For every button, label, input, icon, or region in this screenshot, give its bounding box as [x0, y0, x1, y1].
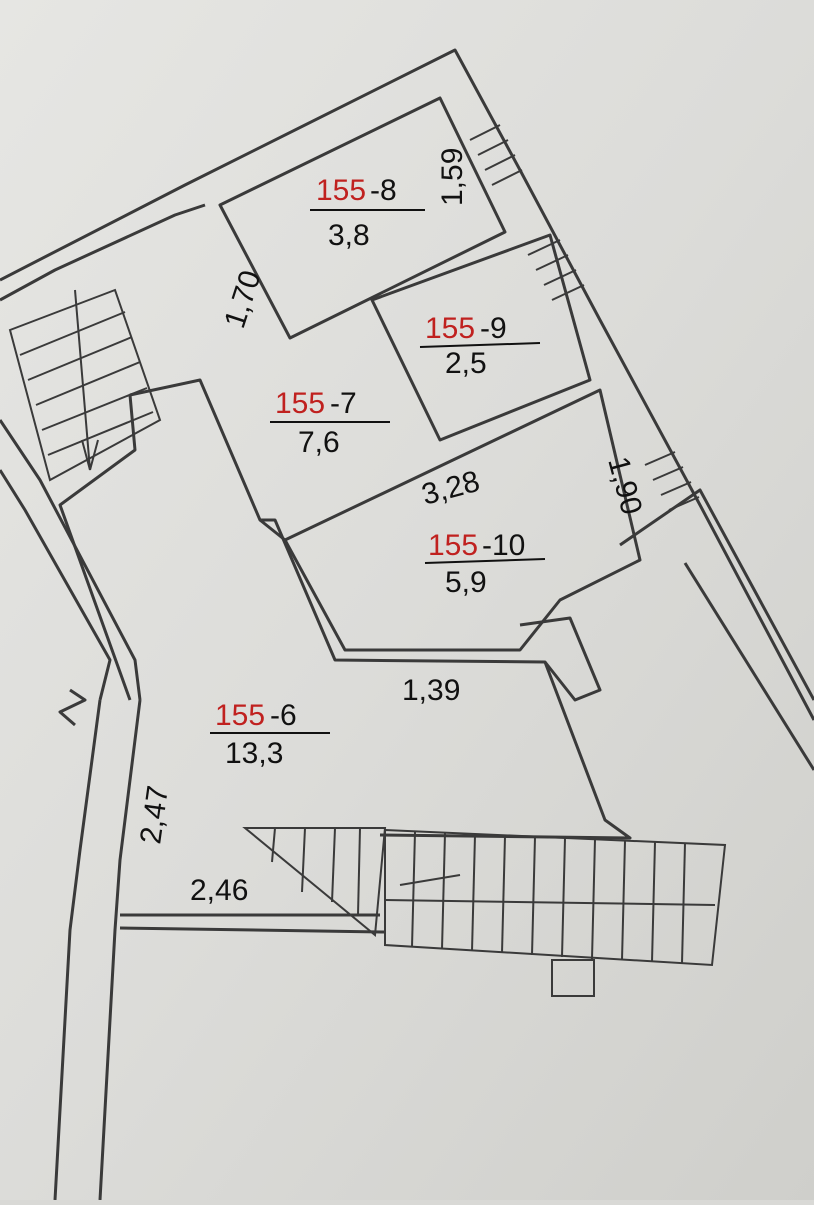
room-number-prefix: 155 — [425, 312, 475, 345]
room-number-suffix: -8 — [370, 174, 397, 207]
window-marks — [469, 124, 700, 511]
room-number-suffix: -6 — [270, 699, 297, 732]
room-number-suffix: -9 — [480, 312, 507, 345]
room-label-9: 155 -9 2,5 — [419, 312, 541, 380]
room-label-6: 155 -6 13,3 — [210, 699, 330, 770]
lower-staircase — [242, 827, 727, 997]
room-area: 3,8 — [328, 219, 370, 252]
room-label-8: 155 -8 3,8 — [310, 174, 425, 252]
room-number-suffix: -10 — [482, 529, 525, 562]
room-label-7: 155 -7 7,6 — [270, 387, 390, 459]
left-staircase — [8, 288, 162, 482]
room-area: 2,5 — [445, 347, 487, 380]
room-area: 13,3 — [225, 737, 283, 770]
room-area: 5,9 — [445, 566, 487, 599]
room-area: 7,6 — [298, 426, 340, 459]
room-number-prefix: 155 — [428, 529, 478, 562]
interior-walls — [58, 96, 642, 934]
room-number-suffix: -7 — [330, 387, 357, 420]
room-number-prefix: 155 — [215, 699, 265, 732]
room-number-prefix: 155 — [316, 174, 366, 207]
dimension-1-59: 1,59 — [436, 148, 469, 206]
dimension-1-39: 1,39 — [402, 674, 460, 707]
dimension-2-47: 2,47 — [134, 784, 175, 846]
dimension-2-46: 2,46 — [190, 874, 248, 907]
room-number-prefix: 155 — [275, 387, 325, 420]
room-label-10: 155 -10 5,9 — [424, 529, 546, 599]
